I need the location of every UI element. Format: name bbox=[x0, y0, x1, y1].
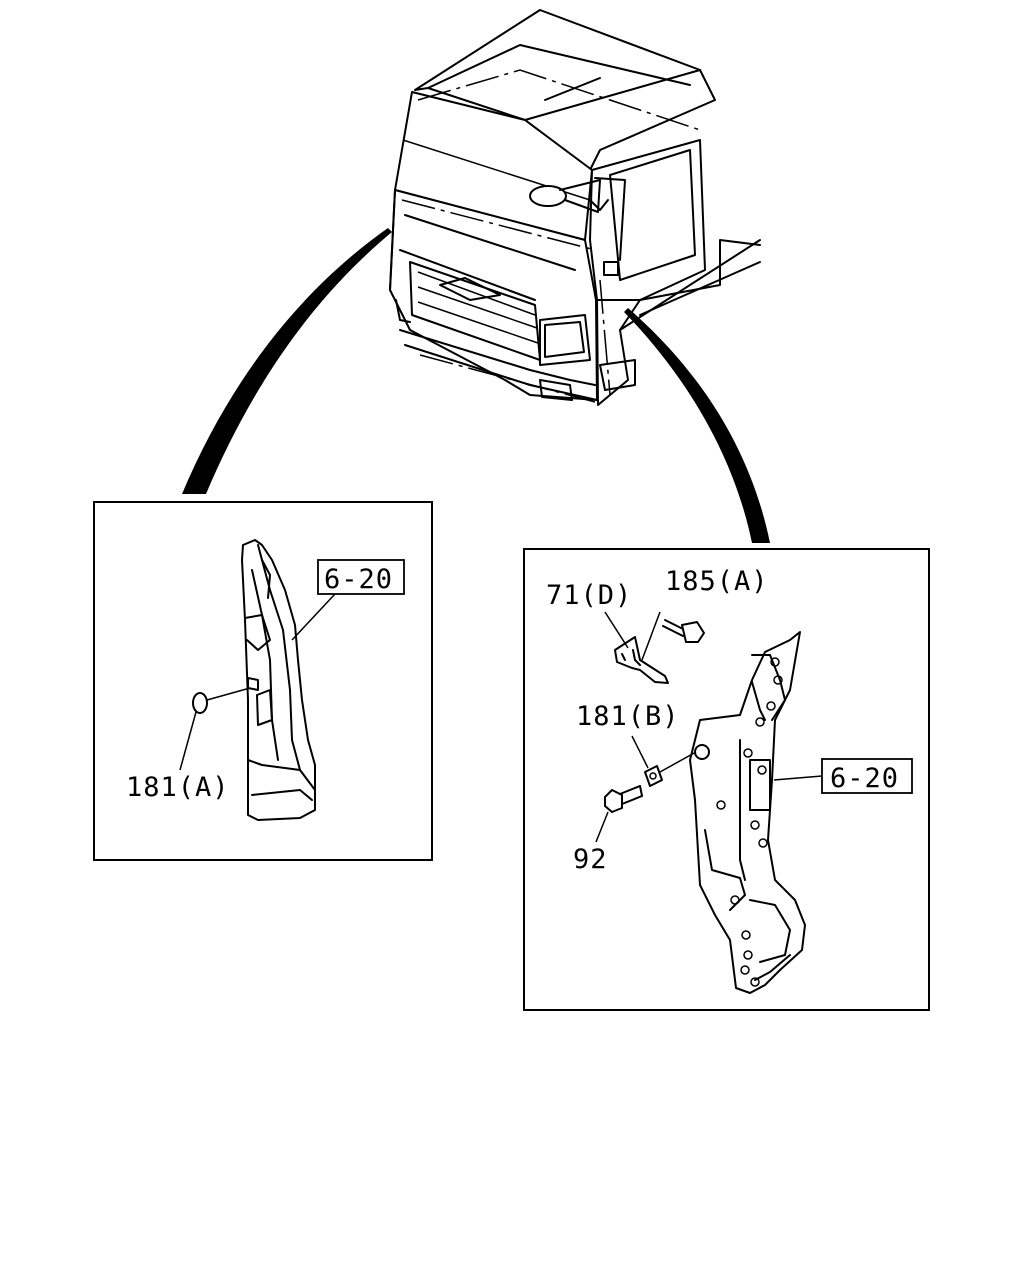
right-ref-6-20: 6-20 bbox=[773, 758, 913, 794]
right-ref-label: 6-20 bbox=[830, 763, 899, 794]
label-181b: 181(B) bbox=[576, 701, 680, 732]
left-pillar-panel bbox=[241, 539, 316, 821]
part-92-bolt bbox=[604, 785, 643, 813]
leader-arc-left bbox=[182, 228, 392, 494]
part-71d-bracket bbox=[614, 636, 669, 684]
label-71d: 71(D) bbox=[546, 580, 632, 611]
label-185a: 185(A) bbox=[665, 566, 769, 597]
left-ref-6-20: 6-20 bbox=[291, 559, 405, 641]
left-ref-label: 6-20 bbox=[324, 564, 393, 595]
part-181b-plug bbox=[644, 751, 697, 787]
leader-arc-right bbox=[624, 308, 770, 543]
label-181a: 181(A) bbox=[126, 772, 230, 803]
label-92: 92 bbox=[573, 844, 608, 875]
truck-cab-illustration bbox=[389, 9, 761, 406]
right-pillar-panel bbox=[689, 631, 806, 994]
part-185a-bolt bbox=[641, 611, 705, 661]
part-181a-plug bbox=[192, 692, 208, 714]
